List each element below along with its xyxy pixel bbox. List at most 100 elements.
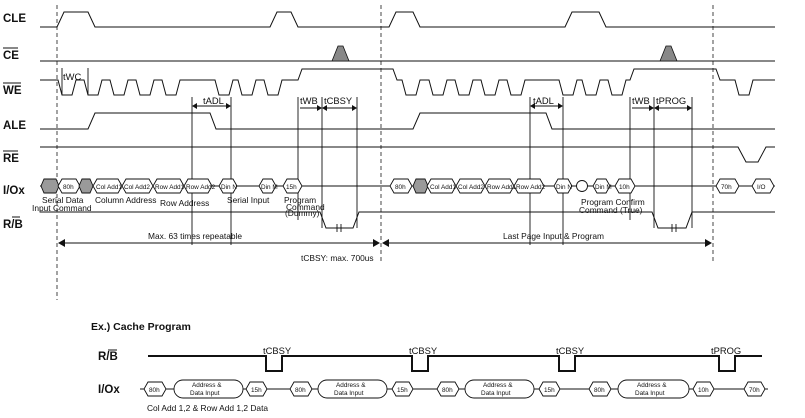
example-io-label: I/Ox: [98, 384, 120, 396]
io-hex-70: [715, 178, 740, 194]
io-hex-row1-a: [152, 178, 185, 194]
ex-80-4: [588, 381, 612, 397]
ex-80-2-text: 80h: [295, 387, 306, 394]
example-tcbsy-3: tCBSY: [556, 345, 585, 356]
twb1-arrowhead: [317, 105, 322, 111]
tadl1-arrowhead-right: [226, 103, 231, 109]
signal-cle-label: CLE: [3, 13, 26, 25]
example-rb-label: R/B: [98, 351, 118, 363]
io-row2-a-text: Row Add2: [186, 184, 216, 191]
ex-10-text: 10h: [698, 387, 709, 394]
tcbsy1-label: tCBSY: [324, 95, 353, 106]
signal-ale-label: ALE: [3, 120, 26, 132]
ex-80-1-text: 80h: [149, 387, 160, 394]
program-command-label-3: (Dummy): [285, 208, 320, 218]
repeat-span-label: Max. 63 times repeatable: [148, 231, 242, 241]
twb2-arrowhead: [649, 105, 654, 111]
ex-addr-4-l2: Data Input: [635, 390, 665, 397]
ex-addr-2-l2: Data Input: [334, 390, 364, 397]
tprog-arrowhead-left: [654, 105, 659, 111]
ex-addr-3-l1: Address &: [483, 382, 513, 389]
io-out-text: I/O: [757, 184, 766, 191]
serial-input-label: Serial Input: [227, 195, 270, 205]
repeat-span-arrowhead-left: [58, 239, 65, 247]
ex-80-2: [289, 381, 313, 397]
last-page-span-arrowhead-right: [705, 239, 712, 247]
ex-addr-4: [617, 379, 690, 399]
signal-rb-label: R/B: [3, 219, 23, 231]
tcbsy1-arrowhead-right: [352, 105, 357, 111]
we-waveform: [40, 68, 775, 96]
ex-addr-2: [317, 379, 388, 399]
ce-glitch-1: [331, 45, 350, 62]
io-10-text: 10h: [619, 184, 630, 191]
program-command-label-2: Command: [286, 202, 325, 212]
io-hex-15: [282, 178, 303, 194]
io-col2-a-text: Col Add2: [124, 184, 150, 191]
io-hex-din-b: [553, 178, 573, 194]
program-command-label-1: Program: [284, 195, 316, 205]
io-hex-col1-a: [92, 178, 123, 194]
io-col1-a-text: Col Add1: [96, 184, 122, 191]
example-title: Ex.) Cache Program: [91, 321, 191, 333]
io-hex-col2-b: [455, 178, 486, 194]
io-bus-top: 80h Col Add1 Col Add2 Row Add1 Row Add2 …: [40, 178, 775, 194]
io-col1-b-text: Col Add1: [430, 184, 456, 191]
signal-we-label: WE: [3, 85, 22, 97]
ex-15-2: [391, 381, 414, 397]
ex-80-3-text: 80h: [442, 387, 453, 394]
ex-addr-4-l1: Address &: [637, 382, 667, 389]
ex-80-4-text: 80h: [594, 387, 605, 394]
ex-15-3-text: 15h: [544, 387, 555, 394]
repeat-span-arrowhead-right: [373, 239, 380, 247]
ex-70-text: 70h: [749, 387, 760, 394]
ex-addr-1: [173, 379, 244, 399]
io-hex-row1-b: [484, 178, 515, 194]
io-70-text: 70h: [721, 184, 732, 191]
serial-data-input-label-1: Serial Data: [42, 195, 84, 205]
io-80-a-text: 80h: [63, 184, 74, 191]
signal-io-label: I/Ox: [3, 185, 25, 197]
io-hex-out: [751, 178, 775, 194]
io-row1-a-text: Row Add1: [155, 184, 185, 191]
io-din-a-text: Din N: [221, 184, 237, 191]
ex-addr-2-l1: Address &: [336, 382, 366, 389]
column-address-label: Column Address: [95, 195, 156, 205]
tadl2-label: tADL: [533, 95, 554, 106]
ale-waveform: [40, 112, 775, 130]
tcbsy1-arrowhead-left: [322, 105, 327, 111]
cle-waveform: [40, 11, 775, 28]
program-confirm-label-2: Command (True): [579, 205, 643, 215]
example-footer-label: Col Add 1,2 & Row Add 1,2 Data: [147, 403, 268, 413]
ex-10: [692, 381, 715, 397]
re-waveform: [40, 146, 775, 163]
ex-15-2-text: 15h: [397, 387, 408, 394]
ex-15-1-text: 15h: [251, 387, 262, 394]
io-hex-80-a: [57, 178, 81, 194]
ex-addr-1-l2: Data Input: [190, 390, 220, 397]
io-gray-block-2: [78, 178, 94, 194]
io-din-b-text: Din N: [556, 184, 572, 191]
ex-80-1: [143, 381, 167, 397]
io-row1-b-text: Row Add1: [487, 184, 517, 191]
example-io-bus: 80h Address & Data Input 15h 80h Address…: [140, 379, 768, 399]
tadl2-arrowhead-right: [558, 103, 563, 109]
serial-data-input-label-2: Input Command: [32, 203, 92, 213]
signal-re-label: RE: [3, 153, 19, 165]
rb-waveform: [40, 211, 775, 229]
io-hex-80-b: [389, 178, 413, 194]
io-dinm-b-text: Din M: [595, 184, 612, 191]
io-hex-col1-b: [426, 178, 457, 194]
io-col2-b-text: Col Add2: [458, 184, 484, 191]
tprog-arrowhead-right: [687, 105, 692, 111]
last-page-span-label: Last Page Input & Program: [503, 231, 604, 241]
twb2-label: tWB: [632, 95, 650, 106]
tadl1-arrowhead-left: [192, 103, 197, 109]
io-hex-row2-b: [513, 178, 545, 194]
io-gray-block-1: [40, 178, 60, 194]
program-confirm-label-1: Program Confirm: [581, 197, 645, 207]
io-hex-dinm-b: [592, 178, 611, 194]
signal-ce-label: CE: [3, 50, 19, 62]
tadl1-label: tADL: [203, 95, 224, 106]
twc-label: tWC: [63, 71, 81, 82]
